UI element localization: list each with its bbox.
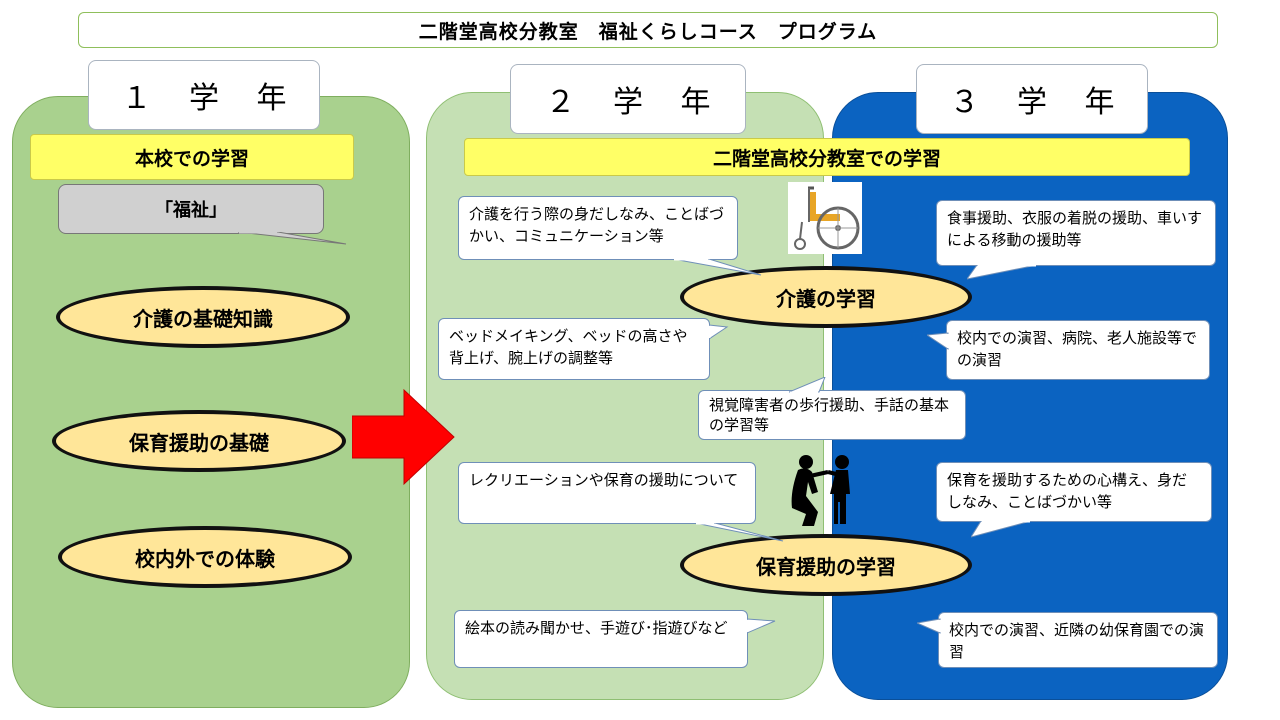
note-hospital-practice-tail xyxy=(927,332,949,350)
fukushi-tag-tail xyxy=(238,232,347,245)
note-picture-books-text: 絵本の読み聞かせ、手遊び･指遊びなど xyxy=(465,619,728,637)
note-recreation-text: レクリエーションや保育の援助について xyxy=(469,471,739,489)
year1-item-basic-care: 介護の基礎知識 xyxy=(56,286,350,348)
page-title: 二階堂高校分教室 福祉くらしコース プログラム xyxy=(78,12,1218,48)
note-hospital-practice-text: 校内での演習、病院、老人施設等での演習 xyxy=(957,329,1198,369)
note-meal-assist: 食事援助、衣服の着脱の援助、車いすによる移動の援助等 xyxy=(936,200,1216,280)
note-meal-assist-tail xyxy=(967,265,1038,280)
note-childcare-mindset: 保育を援助するための心構え、身だしなみ、ことばづかい等 xyxy=(936,462,1212,538)
note-nursery-practice-text: 校内での演習、近隣の幼保育園での演習 xyxy=(949,621,1205,661)
fukushi-tag-label: 「福祉」 xyxy=(58,184,324,234)
note-visual-impairment: 視覚障害者の歩行援助、手話の基本の学習等 xyxy=(698,377,966,440)
note-childcare-mindset-text: 保育を援助するための心構え、身だしなみ、ことばづかい等 xyxy=(947,471,1188,511)
year1-tab: １ 学 年 xyxy=(88,60,320,130)
note-meal-assist-text: 食事援助、衣服の着脱の援助、車いすによる移動の援助等 xyxy=(947,209,1203,249)
note-bedmaking-tail xyxy=(709,324,729,340)
note-nursery-practice: 校内での演習、近隣の幼保育園での演習 xyxy=(917,612,1218,668)
note-visual-impairment-tail xyxy=(789,377,826,393)
note-grooming: 介護を行う際の身だしなみ、ことばづかい、コミュニケーション等 xyxy=(458,196,762,276)
year3-tab: ３ 学 年 xyxy=(916,64,1148,134)
note-bedmaking: ベッドメイキング、ベッドの高さや背上げ、腕上げの調整等 xyxy=(438,318,729,380)
note-grooming-text: 介護を行う際の身だしなみ、ことばづかい、コミュニケーション等 xyxy=(469,205,725,245)
note-bedmaking-text: ベッドメイキング、ベッドの高さや背上げ、腕上げの調整等 xyxy=(449,327,688,367)
year2-tab: ２ 学 年 xyxy=(510,64,746,134)
note-picture-books: 絵本の読み聞かせ、手遊び･指遊びなど xyxy=(454,610,776,668)
fukushi-tag: 「福祉」 xyxy=(58,184,347,245)
note-picture-books-tail xyxy=(747,618,776,634)
caregiver-child-icon xyxy=(784,452,860,528)
note-nursery-practice-tail xyxy=(917,618,941,634)
note-childcare-mindset-tail xyxy=(971,521,1032,538)
year23-bar: 二階堂高校分教室での学習 xyxy=(464,138,1190,176)
year1-item-experience: 校内外での体験 xyxy=(58,526,352,588)
arrow-right-icon xyxy=(352,388,455,486)
wheelchair-icon xyxy=(788,182,862,254)
note-grooming-tail xyxy=(673,259,762,276)
note-visual-impairment-text: 視覚障害者の歩行援助、手話の基本の学習等 xyxy=(709,396,950,434)
note-recreation: レクリエーションや保育の援助について xyxy=(458,462,784,542)
year1-item-childcare-basics: 保育援助の基礎 xyxy=(52,410,346,472)
year1-bar: 本校での学習 xyxy=(30,134,354,180)
childcare-study-title: 保育援助の学習 xyxy=(680,534,972,596)
note-recreation-tail xyxy=(695,523,784,542)
note-hospital-practice: 校内での演習、病院、老人施設等での演習 xyxy=(927,320,1210,380)
care-study-title: 介護の学習 xyxy=(680,266,972,328)
